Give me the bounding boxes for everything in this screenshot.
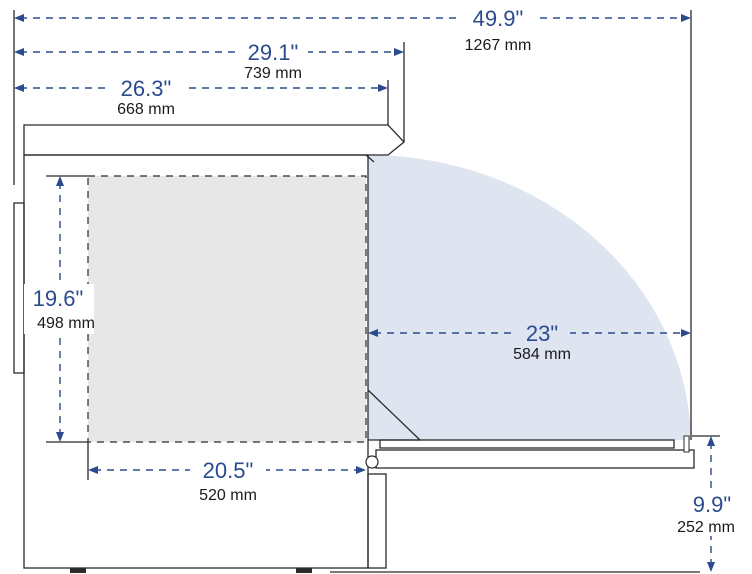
arrow-dh-bottom: [707, 562, 715, 572]
arrow-body-left: [14, 84, 24, 92]
label-bg-body: [110, 74, 184, 100]
label-dh-inch: 9.9": [693, 492, 731, 517]
label-bg-total: [460, 4, 536, 30]
label-body-inch: 26.3": [121, 76, 172, 101]
label-ih-inch: 19.6": [33, 286, 84, 311]
arrow-top-left: [14, 48, 24, 56]
label-swing-inch: 23": [526, 321, 558, 346]
door-handle: [683, 435, 690, 453]
arrow-swing-left: [368, 329, 378, 337]
arrow-total-left: [14, 14, 24, 22]
arrow-top-right: [394, 48, 404, 56]
hinge-pin: [365, 455, 379, 469]
label-total-inch: 49.9": [473, 6, 524, 31]
arrow-dh-top: [707, 436, 715, 446]
arrow-ih-bottom: [56, 432, 64, 442]
label-dh-mm: 252 mm: [677, 519, 735, 536]
label-top-inch: 29.1": [248, 40, 299, 65]
arrow-iw-left: [88, 466, 98, 474]
label-top-mm: 739 mm: [244, 65, 302, 82]
arrow-swing-right: [681, 329, 691, 337]
label-iw-mm: 520 mm: [199, 487, 257, 504]
label-bg-ih: [24, 284, 94, 334]
open-door: [379, 439, 675, 449]
label-body-mm: 668 mm: [117, 101, 175, 118]
side-panel: [13, 202, 25, 374]
foot-left: [70, 568, 86, 573]
label-total-mm: 1267 mm: [465, 37, 532, 54]
countertop: [23, 124, 405, 156]
interior-cavity: [87, 175, 367, 443]
arrow-ih-top: [56, 176, 64, 186]
arrow-body-right: [378, 84, 388, 92]
label-bg-swing: [514, 318, 570, 344]
countertop-edge: [365, 154, 375, 163]
label-ih-mm: 498 mm: [37, 315, 95, 332]
label-bg-top: [238, 38, 308, 64]
label-bg-dh: [682, 490, 738, 536]
foot-right: [296, 568, 312, 573]
label-swing-mm: 584 mm: [513, 346, 571, 363]
arrow-iw-right: [356, 466, 366, 474]
door-swing-arc: [368, 155, 691, 440]
lower-panel: [367, 473, 387, 569]
label-iw-inch: 20.5": [203, 458, 254, 483]
door-frame: [375, 449, 695, 469]
label-bg-iw: [190, 456, 266, 482]
arrow-total-right: [681, 14, 691, 22]
